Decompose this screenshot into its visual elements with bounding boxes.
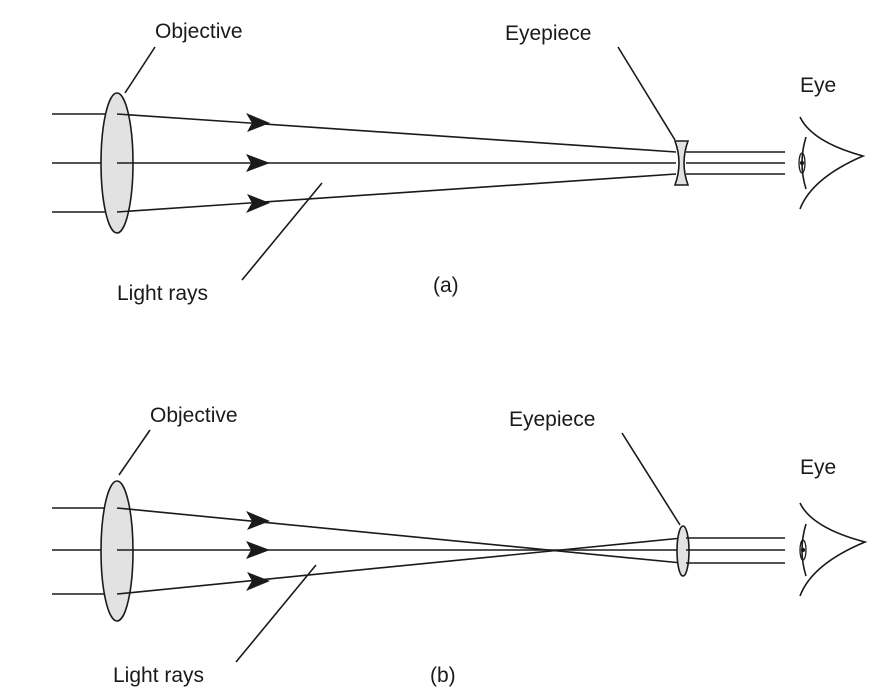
eye-icon [799,502,868,597]
caption-b: (b) [430,664,456,687]
eyepiece-label: Eyepiece [509,408,595,431]
objective-lens [100,480,134,622]
caption-a: (a) [433,274,459,297]
light-rays-label: Light rays [113,664,204,687]
refracted-ray-bottom [116,537,683,595]
objective-label: Objective [150,404,238,427]
ray-arrowhead [246,541,270,559]
diagram-b: Objective Eyepiece Eye Light rays (b) [52,404,868,687]
eyepiece-leader-line [621,432,681,526]
refracted-ray-top [116,507,683,564]
ray-arrowhead [246,194,270,213]
ray-arrowhead [246,572,270,591]
eyepiece-lens-converging [676,525,690,577]
light-rays-leader-line [241,182,323,281]
refracted-ray-bottom [116,173,677,213]
ray-arrowhead [246,511,270,530]
objective-leader-line [118,429,151,476]
eye-icon [798,116,866,210]
light-rays-leader-line [235,564,317,663]
light-rays-label: Light rays [117,282,208,305]
objective-label: Objective [155,20,243,43]
eyepiece-lens-diverging [673,140,690,186]
eyepiece-leader-line [617,46,676,141]
ray-arrowhead [246,154,270,172]
objective-leader-line [124,46,156,94]
eye-label: Eye [800,456,836,479]
eyepiece-label: Eyepiece [505,22,591,45]
refracted-ray-top [116,113,677,153]
diagram-a: Objective Eyepiece Eye Light rays (a) [52,20,866,305]
ray-arrowhead [246,113,270,132]
eye-label: Eye [800,74,836,97]
